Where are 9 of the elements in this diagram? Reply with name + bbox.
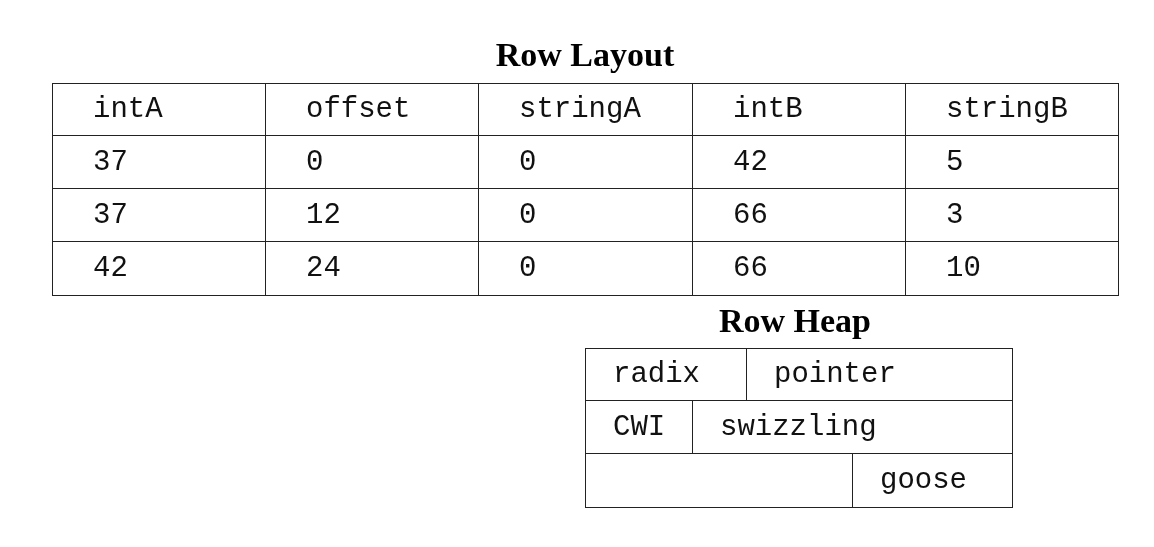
column-header: intA	[52, 83, 266, 136]
table-cell: goose	[852, 453, 1013, 508]
table-cell: pointer	[746, 348, 1013, 401]
table-title: Row Layout	[495, 36, 675, 74]
table-cell: 42	[52, 241, 266, 296]
table-title: Row Heap	[718, 302, 872, 340]
column-header: stringB	[905, 83, 1119, 136]
table-cell: 10	[905, 241, 1119, 296]
table-cell: radix	[585, 348, 747, 401]
